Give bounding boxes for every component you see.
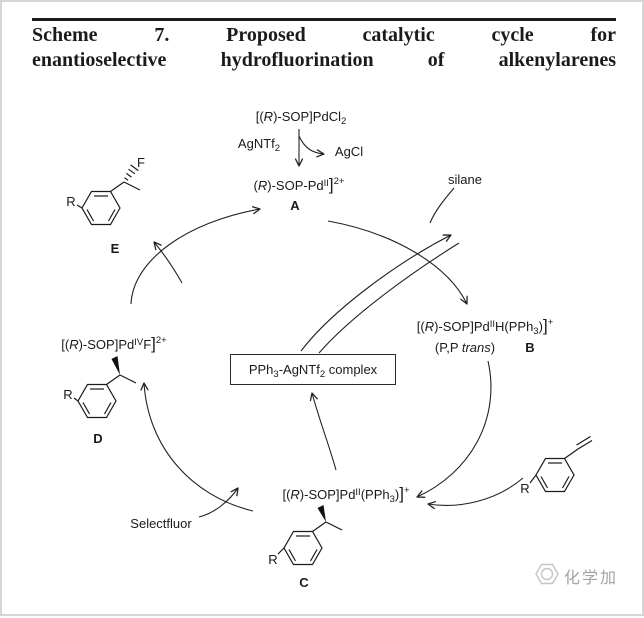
structure-d bbox=[73, 356, 137, 419]
structure-styrene bbox=[529, 435, 593, 493]
scheme-title-rule bbox=[32, 18, 616, 21]
r-bond-styrene bbox=[529, 474, 537, 484]
agntf2-label: AgNTf2 bbox=[237, 136, 281, 154]
species-e-label: E bbox=[110, 241, 120, 256]
styrene-to-cycle-arrow bbox=[427, 477, 524, 510]
vinyl-double-bond bbox=[577, 439, 593, 450]
r-label-d: R bbox=[63, 387, 73, 402]
watermark-logo-icon bbox=[535, 563, 559, 585]
r-label-c: R bbox=[268, 552, 278, 567]
box-to-cycle-arrow-2 bbox=[318, 242, 460, 354]
species-a-formula: (R)-SOP-PdII]2+ bbox=[253, 175, 345, 194]
d-to-a-arrow bbox=[130, 206, 261, 305]
bold-wedge-d bbox=[111, 356, 120, 375]
fluorine-label: F bbox=[137, 155, 145, 170]
bold-wedge-c bbox=[317, 505, 326, 522]
species-b-label: B bbox=[525, 340, 535, 355]
center-box-text: PPh3-AgNTf2 complex bbox=[248, 362, 378, 380]
species-a-label: A bbox=[290, 198, 300, 213]
species-c-formula: [(R)-SOP]PdII(PPh3)]+ bbox=[282, 484, 410, 505]
species-b-note: (P,P trans) bbox=[434, 340, 496, 355]
r-bond-c bbox=[277, 547, 285, 555]
agcl-branch-arrow bbox=[298, 135, 325, 158]
watermark-text: 化学加 bbox=[564, 570, 619, 587]
silane-entry-line bbox=[429, 187, 455, 224]
r-bond-d bbox=[73, 397, 79, 402]
species-b-formula: [(R)-SOP]PdIIH(PPh3)]+ bbox=[416, 316, 554, 337]
hashed-wedge-to-f bbox=[124, 164, 139, 181]
a-to-b-arrow bbox=[327, 220, 468, 305]
c-to-d-arrow bbox=[140, 382, 254, 512]
scheme-title-line2: enantioselective hydrofluorination of al… bbox=[32, 49, 616, 71]
center-box: PPh3-AgNTf2 complex bbox=[230, 354, 396, 385]
structure-c bbox=[277, 505, 343, 566]
species-d-formula: [(R)-SOP]PdIVF]2+ bbox=[61, 334, 167, 353]
product-e-arrow bbox=[153, 241, 183, 284]
r-bond-e bbox=[76, 204, 83, 209]
species-d-label: D bbox=[93, 431, 103, 446]
precursor-formula: [(R)-SOP]PdCl2 bbox=[255, 109, 347, 127]
selectfluor-arrow bbox=[198, 487, 239, 518]
agcl-label: AgCl bbox=[334, 144, 364, 159]
selectfluor-label: Selectfluor bbox=[130, 516, 192, 531]
scheme-title-line1: Scheme 7. Proposed catalytic cycle for bbox=[32, 24, 616, 46]
c-to-box-arrow bbox=[309, 392, 337, 471]
species-c-label: C bbox=[299, 575, 309, 590]
b-to-c-arrow bbox=[416, 360, 492, 498]
r-label-e: R bbox=[66, 194, 76, 209]
structure-e bbox=[76, 164, 141, 226]
box-to-cycle-arrow-1 bbox=[300, 234, 452, 352]
silane-label: silane bbox=[448, 172, 482, 187]
r-label-styrene: R bbox=[520, 481, 530, 496]
